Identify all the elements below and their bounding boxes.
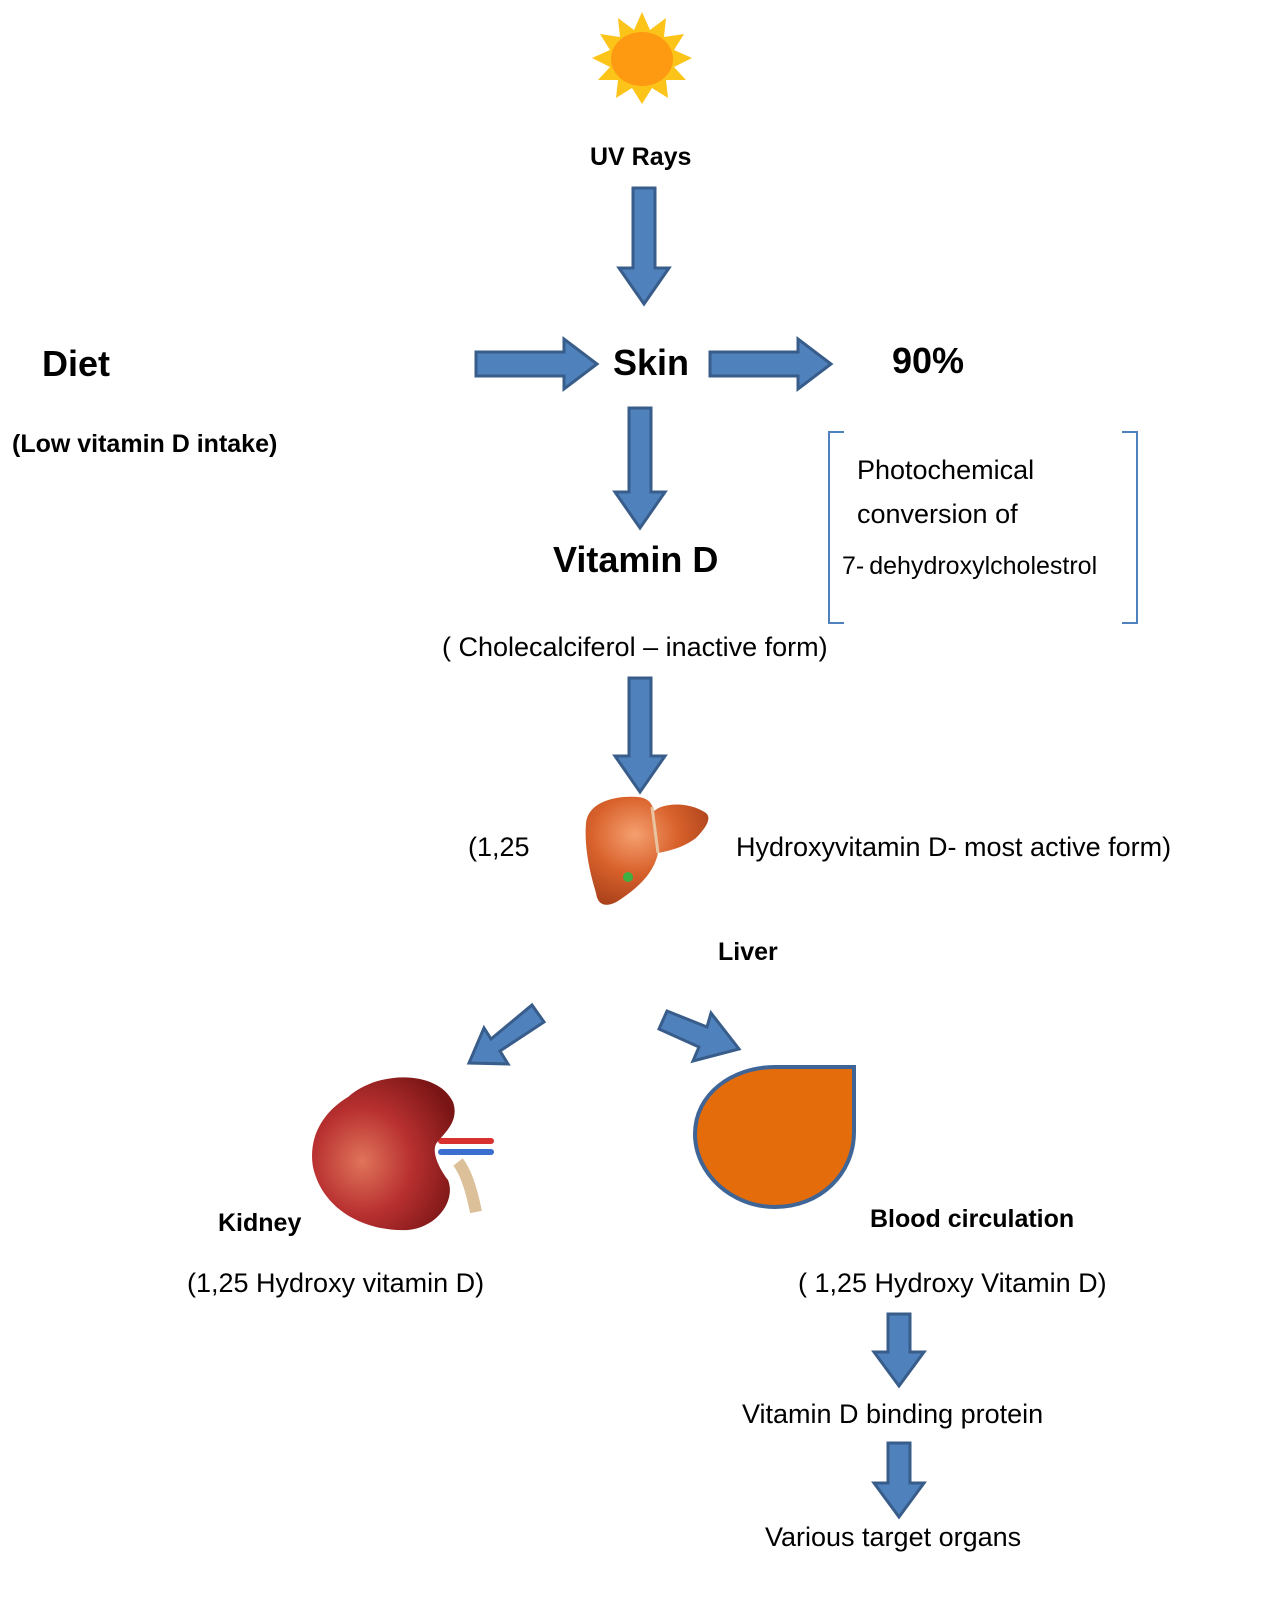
liver-label: Liver <box>718 938 778 966</box>
bracket-photochemical <box>828 431 1138 624</box>
uv-rays-label: UV Rays <box>590 143 692 171</box>
sun-icon <box>592 12 692 104</box>
arrow-liver-to-blood <box>657 1009 742 1064</box>
arrow-down-binding-protein-to-targets <box>871 1441 927 1520</box>
blood-circulation-label: Blood circulation <box>870 1205 1075 1233</box>
blood-form-label: ( 1,25 Hydroxy Vitamin D) <box>798 1268 1107 1298</box>
photochem-line-1: Photochemical <box>857 455 1035 485</box>
percent-label: 90% <box>892 340 965 381</box>
kidney-label: Kidney <box>218 1209 302 1237</box>
skin-label: Skin <box>613 342 690 383</box>
arrow-down-skin-to-vitamin-d <box>612 406 668 531</box>
arrow-liver-to-kidney <box>466 1002 547 1066</box>
liver-form-left: (1,25 <box>468 832 530 862</box>
binding-protein-label: Vitamin D binding protein <box>742 1399 1044 1429</box>
diet-note: (Low vitamin D intake) <box>12 430 278 458</box>
liver-form-right: Hydroxyvitamin D- most active form) <box>736 832 1172 862</box>
cholecalciferol-label: ( Cholecalciferol – inactive form) <box>442 632 828 662</box>
kidney-form-label: (1,25 Hydroxy vitamin D) <box>187 1268 485 1298</box>
vitamin-d-label: Vitamin D <box>553 539 719 580</box>
diet-label: Diet <box>42 343 111 384</box>
kidney-icon <box>312 1077 494 1231</box>
liver-icon <box>585 796 709 905</box>
arrow-right-diet-to-skin <box>474 335 600 393</box>
arrow-right-skin-to-percent <box>708 335 834 393</box>
blood-drop-icon <box>692 1065 856 1210</box>
arrow-down-uv-to-skin <box>616 186 672 307</box>
arrow-down-blood-to-binding-protein <box>871 1312 927 1389</box>
photochem-line-2: conversion of <box>857 499 1018 529</box>
target-organs-label: Various target organs <box>765 1522 1022 1552</box>
arrow-down-vitamin-d-to-liver <box>612 676 668 795</box>
photochem-line-3: 7- dehydroxylcholestrol <box>842 552 1098 580</box>
